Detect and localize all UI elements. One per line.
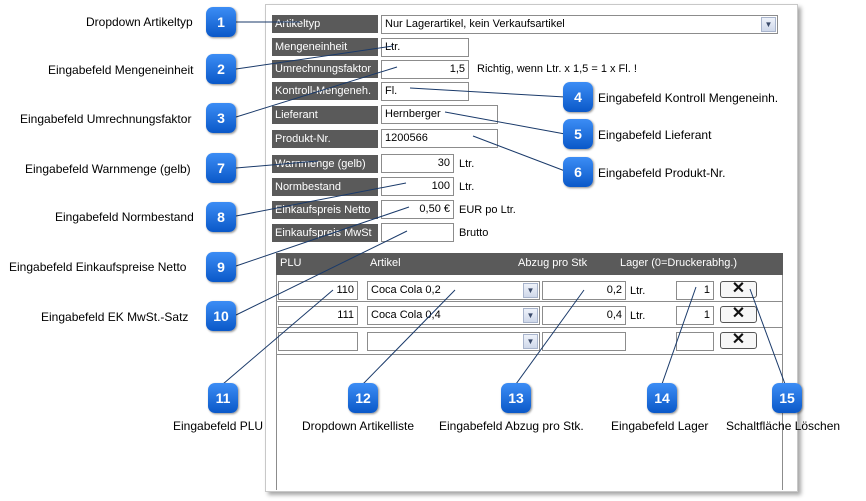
callout-badge-9: 9: [206, 252, 236, 282]
callout-caption-8: Eingabefeld Normbestand: [55, 210, 194, 224]
callout-badge-5: 5: [563, 119, 593, 149]
label-produkt-nr: Produkt-Nr.: [272, 130, 378, 148]
artikel-dropdown[interactable]: Coca Cola 0,4 ▼: [367, 306, 540, 325]
warnmenge-unit: Ltr.: [459, 158, 475, 170]
callout-badge-8: 8: [206, 202, 236, 232]
callout-caption-14: Eingabefeld Lager: [611, 419, 709, 433]
callout-badge-3: 3: [206, 103, 236, 133]
callout-caption-1: Dropdown Artikeltyp: [86, 15, 193, 29]
artikeltyp-dropdown[interactable]: Nur Lagerartikel, kein Verkaufsartikel ▼: [381, 15, 778, 34]
ek-netto-unit: EUR po Ltr.: [459, 204, 516, 216]
label-lieferant: Lieferant: [272, 106, 378, 124]
callout-badge-1: 1: [206, 7, 236, 37]
callout-badge-6: 6: [563, 157, 593, 187]
abzug-unit: Ltr.: [630, 310, 646, 322]
callout-caption-2: Eingabefeld Mengeneinheit: [48, 63, 194, 77]
abzug-unit: Ltr.: [630, 285, 646, 297]
chevron-down-icon[interactable]: ▼: [523, 334, 538, 349]
normbestand-input[interactable]: 100: [381, 177, 454, 196]
chevron-down-icon[interactable]: ▼: [523, 308, 538, 323]
label-umrechnungsfaktor: Umrechnungsfaktor: [272, 60, 378, 78]
callout-caption-6: Eingabefeld Produkt-Nr.: [598, 166, 726, 180]
artikel-dropdown[interactable]: ▼: [367, 332, 540, 351]
callout-caption-15: Schaltfläche Löschen: [726, 419, 841, 433]
artikel-value: Coca Cola 0,4: [371, 309, 441, 321]
close-icon: ✕: [731, 331, 746, 348]
ek-netto-input[interactable]: 0,50 €: [381, 200, 454, 219]
label-ek-netto: Einkaufspreis Netto: [272, 201, 378, 219]
callout-caption-3: Eingabefeld Umrechnungsfaktor: [20, 112, 192, 126]
header-lager: Lager (0=Druckerabhg.): [620, 257, 738, 269]
abzug-input[interactable]: 0,4: [542, 306, 626, 325]
lager-input[interactable]: 1: [676, 306, 714, 325]
abzug-input[interactable]: [542, 332, 626, 351]
chevron-down-icon[interactable]: ▼: [523, 283, 538, 298]
ek-mwst-input[interactable]: [381, 223, 454, 242]
table-left-border: [276, 275, 277, 490]
callout-badge-11: 11: [208, 383, 238, 413]
normbestand-unit: Ltr.: [459, 181, 475, 193]
label-ek-mwst: Einkaufspreis MwSt: [272, 224, 378, 242]
artikeltyp-value: Nur Lagerartikel, kein Verkaufsartikel: [385, 18, 565, 30]
row-divider: [276, 327, 783, 328]
lieferant-input[interactable]: Hernberger: [381, 105, 498, 124]
header-plu: PLU: [280, 257, 302, 269]
callout-badge-2: 2: [206, 54, 236, 84]
row-divider: [276, 301, 783, 302]
warnmenge-input[interactable]: 30: [381, 154, 454, 173]
callout-badge-4: 4: [563, 82, 593, 112]
callout-caption-11: Eingabefeld PLU: [173, 419, 264, 433]
callout-caption-9: Eingabefeld Einkaufspreise Netto: [9, 260, 187, 274]
callout-badge-15: 15: [772, 383, 802, 413]
close-icon: ✕: [731, 305, 746, 322]
delete-button[interactable]: ✕: [720, 332, 757, 349]
close-icon: ✕: [731, 280, 746, 297]
callout-badge-14: 14: [647, 383, 677, 413]
header-abzug: Abzug pro Stk: [518, 257, 588, 269]
delete-button[interactable]: ✕: [720, 281, 757, 298]
produkt-nr-input[interactable]: 1200566: [381, 129, 498, 148]
label-mengeneinheit: Mengeneinheit: [272, 38, 378, 56]
umrechnungsfaktor-hint: Richtig, wenn Ltr. x 1,5 = 1 x Fl. !: [477, 63, 637, 75]
ek-mwst-unit: Brutto: [459, 227, 489, 239]
table-right-border: [782, 275, 783, 490]
callout-caption-4: Eingabefeld Kontroll Mengeneinh.: [598, 91, 779, 105]
delete-button[interactable]: ✕: [720, 306, 757, 323]
label-normbestand: Normbestand: [272, 178, 378, 196]
callout-caption-5: Eingabefeld Lieferant: [598, 128, 712, 142]
header-artikel: Artikel: [370, 257, 401, 269]
row-divider: [276, 354, 783, 355]
callout-badge-10: 10: [206, 301, 236, 331]
label-warnmenge: Warnmenge (gelb): [272, 155, 378, 173]
callout-caption-12: Dropdown Artikelliste: [302, 419, 415, 433]
plu-input[interactable]: [278, 332, 358, 351]
artikel-dropdown[interactable]: Coca Cola 0,2 ▼: [367, 281, 540, 300]
label-artikeltyp: Artikeltyp: [272, 15, 378, 33]
callout-caption-10: Eingabefeld EK MwSt.-Satz: [41, 310, 189, 324]
chevron-down-icon[interactable]: ▼: [761, 17, 776, 32]
plu-input[interactable]: 110: [278, 281, 358, 300]
artikel-value: Coca Cola 0,2: [371, 284, 441, 296]
label-kontroll-mengeneinheit: Kontroll-Mengeneh.: [272, 82, 378, 100]
callout-badge-12: 12: [348, 383, 378, 413]
callout-badge-7: 7: [206, 153, 236, 183]
callout-badge-13: 13: [501, 383, 531, 413]
callout-caption-13: Eingabefeld Abzug pro Stk.: [439, 419, 584, 433]
table-header: PLU Artikel Abzug pro Stk Lager (0=Druck…: [276, 253, 783, 275]
umrechnungsfaktor-input[interactable]: 1,5: [381, 60, 469, 79]
callout-caption-7: Eingabefeld Warnmenge (gelb): [25, 162, 191, 176]
